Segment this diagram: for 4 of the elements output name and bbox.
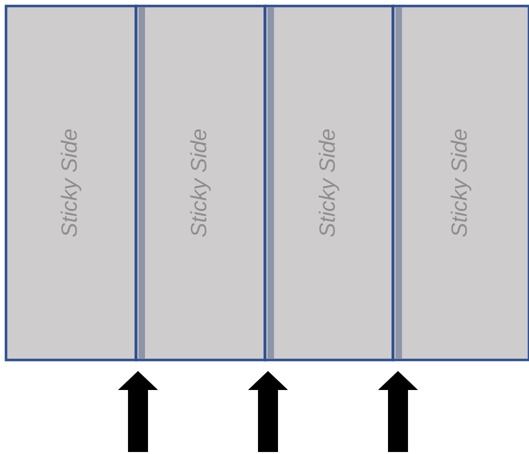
sticky-panel: Sticky Side	[264, 4, 394, 362]
sticky-panel: Sticky Side	[392, 4, 529, 362]
sticky-panel: Sticky Side	[134, 4, 266, 362]
sticky-panel: Sticky Side	[4, 4, 138, 362]
